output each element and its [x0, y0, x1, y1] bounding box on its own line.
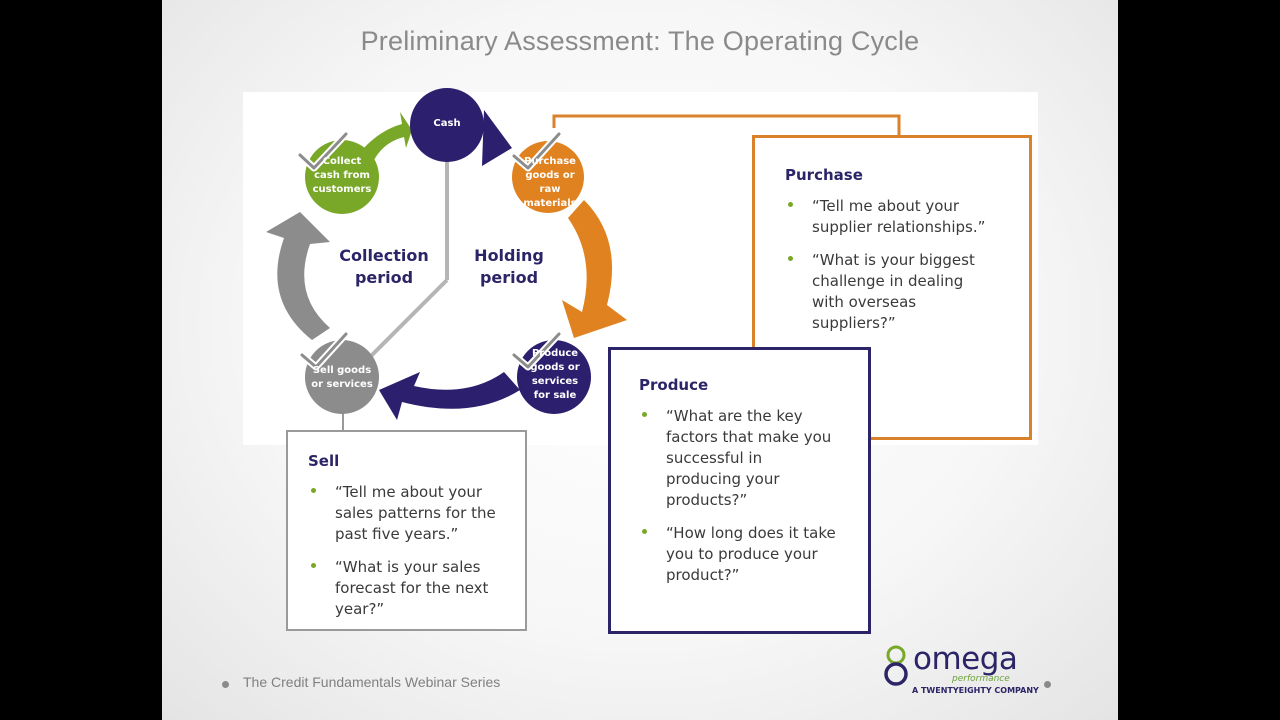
node-purchase-label: Purchase goods or raw materials: [514, 155, 586, 211]
logo-mark-icon: [884, 645, 908, 686]
arrow-cash-to-purchase: [482, 110, 512, 166]
node-purchase-line: Purchase: [524, 156, 576, 167]
node-sell-line: Sell goods: [312, 365, 372, 376]
holding-period-line: Holding: [474, 246, 544, 265]
sell-heading: Sell: [308, 452, 340, 470]
list-item: “Tell me about your sales patterns for t…: [308, 482, 505, 545]
checkmark-icon: [298, 132, 561, 369]
footer-bullet-dot: [1044, 681, 1051, 688]
slide-title: Preliminary Assessment: The Operating Cy…: [360, 26, 920, 56]
purchase-connector: [552, 114, 901, 135]
node-sell-label: Sell goods or services: [307, 364, 377, 392]
node-sell-line: or services: [311, 379, 373, 390]
purchase-questions: “Tell me about your supplier relationshi…: [785, 196, 999, 334]
node-collect-line: cash from: [314, 170, 370, 181]
footer-series-title: The Credit Fundamentals Webinar Series: [243, 674, 501, 690]
node-produce-line: goods or: [530, 362, 580, 373]
node-cash-label: Cash: [417, 117, 477, 131]
node-purchase-line: materials: [523, 198, 577, 209]
node-purchase-line: goods or raw: [525, 170, 575, 195]
list-item: “What are the key factors that make you …: [639, 406, 840, 511]
collection-period-line: Collection: [339, 246, 429, 265]
node-collect-line: Collect: [322, 156, 362, 167]
node-produce-line: Produce: [531, 348, 579, 359]
footer-bullet-dot: [222, 681, 229, 688]
purchase-heading: Purchase: [785, 166, 863, 184]
list-item: “Tell me about your supplier relationshi…: [785, 196, 999, 238]
operating-cycle-diagram: [266, 88, 901, 430]
node-collect-label: Collect cash from customers: [307, 155, 377, 197]
arrow-purchase-to-produce: [562, 200, 627, 338]
collection-period-label: Collection period: [334, 245, 434, 289]
arrow-produce-to-sell: [379, 372, 520, 420]
logo-tagline: A TWENTYEIGHTY COMPANY: [912, 686, 1039, 695]
node-cash: [410, 88, 484, 162]
arrow-sell-to-collect: [266, 212, 330, 340]
node-produce-line: for sale: [533, 390, 577, 401]
holding-period-label: Holding period: [459, 245, 559, 289]
node-purchase: [512, 141, 584, 213]
node-produce-line: services: [531, 376, 579, 387]
produce-heading: Produce: [639, 376, 709, 394]
omega-performance-logo: omega performance A TWENTYEIGHTY COMPANY: [883, 641, 1039, 700]
list-item: “What is your biggest challenge in deali…: [785, 250, 999, 334]
sell-callout: Sell “Tell me about your sales patterns …: [286, 430, 527, 631]
logo-word: omega: [913, 641, 1018, 677]
logo-subtitle: performance: [952, 674, 1010, 684]
node-produce-label: Produce goods or services for sale: [520, 347, 590, 403]
produce-questions: “What are the key factors that make you …: [639, 406, 840, 586]
slide: Preliminary Assessment: The Operating Cy…: [162, 0, 1118, 720]
node-collect-line: customers: [312, 184, 372, 195]
list-item: “What is your sales forecast for the nex…: [308, 557, 505, 620]
node-cash-text: Cash: [433, 118, 461, 129]
produce-callout: Produce “What are the key factors that m…: [608, 347, 871, 634]
arrow-collect-to-cash: [362, 112, 412, 160]
sell-questions: “Tell me about your sales patterns for t…: [308, 482, 505, 620]
cycle-divider-line: [360, 278, 449, 367]
collection-period-line: period: [354, 268, 414, 287]
holding-period-line: period: [479, 268, 539, 287]
list-item: “How long does it take you to produce yo…: [639, 523, 840, 586]
